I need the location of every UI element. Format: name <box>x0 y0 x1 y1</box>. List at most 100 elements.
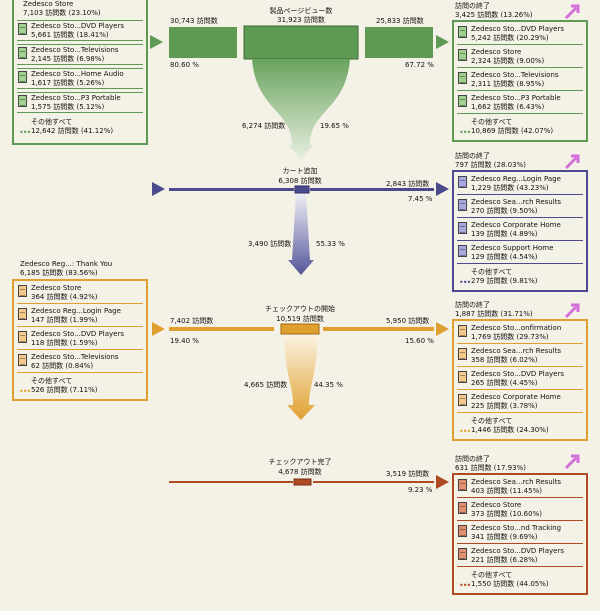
stage1-left-pct: 80.60 % <box>170 61 199 69</box>
stage2-down-funnel <box>288 194 314 275</box>
stage3-out-arrow <box>436 322 449 336</box>
page-icon <box>18 285 27 297</box>
stage1-down-funnel <box>252 59 350 160</box>
page-icon <box>458 245 467 257</box>
page-icon <box>18 308 27 320</box>
page-icon <box>18 47 27 59</box>
page-icon <box>458 199 467 211</box>
stage1-in-arrow <box>150 35 163 49</box>
stage1-exit-value: 3,425 訪問数 (13.26%) <box>455 11 533 19</box>
page-icon <box>458 176 467 188</box>
stage3-exit-title: 訪問の終了 <box>455 301 490 309</box>
stage2-out-arrow <box>436 182 449 196</box>
stage3-left-in: 7,402 訪問数 <box>170 317 214 325</box>
stage3-source-top-name[interactable]: Zedesco Reg...: Thank You <box>20 260 113 268</box>
source-item-name[interactable]: Zedesco Store <box>23 0 74 8</box>
stage2-exit-title: 訪問の終了 <box>455 152 490 160</box>
stage4-exit-chart-icon[interactable] <box>564 454 580 470</box>
stage1-out-arrow <box>436 35 449 49</box>
page-icon <box>18 71 27 83</box>
stage4-exit-value: 631 訪問数 (17.93%) <box>455 464 526 472</box>
stage2-exit-value: 797 訪問数 (28.03%) <box>455 161 526 169</box>
stage1-title: 製品ページビュー数 <box>269 7 333 15</box>
more-dots-icon: ••• <box>19 387 31 396</box>
page-icon <box>458 525 467 537</box>
page-icon <box>18 354 27 366</box>
stage3-visits: 10,519 訪問数 <box>276 315 324 323</box>
stage4-visits: 4,678 訪問数 <box>278 468 322 476</box>
stage1-down-visits: 6,274 訪問数 <box>242 122 286 130</box>
stage3-exit-value: 1,887 訪問数 (31.71%) <box>455 310 533 318</box>
stage1-bar-right <box>365 27 433 58</box>
page-icon <box>458 49 467 61</box>
stage2-visits: 6,308 訪問数 <box>278 177 322 185</box>
stage2-in-arrow <box>152 182 165 196</box>
stage3-bar-center[interactable] <box>280 323 320 335</box>
page-icon <box>18 23 27 35</box>
stage3-down-pct: 44.35 % <box>314 381 343 389</box>
stage3-exit-chart-icon[interactable] <box>564 303 580 319</box>
source-item-value: 7,103 訪問数 (23.10%) <box>23 9 101 17</box>
stage1-right-pct: 67.72 % <box>405 61 434 69</box>
stage1-down-pct: 19.65 % <box>320 122 349 130</box>
stage4-out-arrow <box>436 475 449 489</box>
stage2-bar-center[interactable] <box>294 185 310 194</box>
stage1-exit-title: 訪問の終了 <box>455 2 490 10</box>
page-icon <box>458 26 467 38</box>
page-icon <box>458 95 467 107</box>
stage1-left-in: 30,743 訪問数 <box>170 17 218 25</box>
stage1-visits: 31,923 訪問数 <box>277 16 325 24</box>
stage1-bar-center[interactable] <box>243 25 359 60</box>
page-icon <box>458 548 467 560</box>
stage3-source-top-value: 6,185 訪問数 (83.56%) <box>20 269 98 277</box>
stage1-exit-chart-icon[interactable] <box>564 4 580 20</box>
more-dots-icon: ••• <box>459 581 471 590</box>
stage3-right-pct: 15.60 % <box>405 337 434 345</box>
stage4-title: チェックアウト完了 <box>268 458 332 466</box>
page-icon <box>18 95 27 107</box>
stage4-bar-center[interactable] <box>293 478 312 486</box>
more-dots-icon: ••• <box>459 427 471 436</box>
more-dots-icon: ••• <box>459 128 471 137</box>
stage2-exit-chart-icon[interactable] <box>564 154 580 170</box>
stage3-title: チェックアウトの開始 <box>265 305 335 313</box>
stage3-down-visits: 4,665 訪問数 <box>244 381 288 389</box>
stage4-right-pct: 9.23 % <box>408 486 433 494</box>
stage2-title: カート追加 <box>282 167 318 175</box>
stage2-bar-right <box>310 188 434 191</box>
